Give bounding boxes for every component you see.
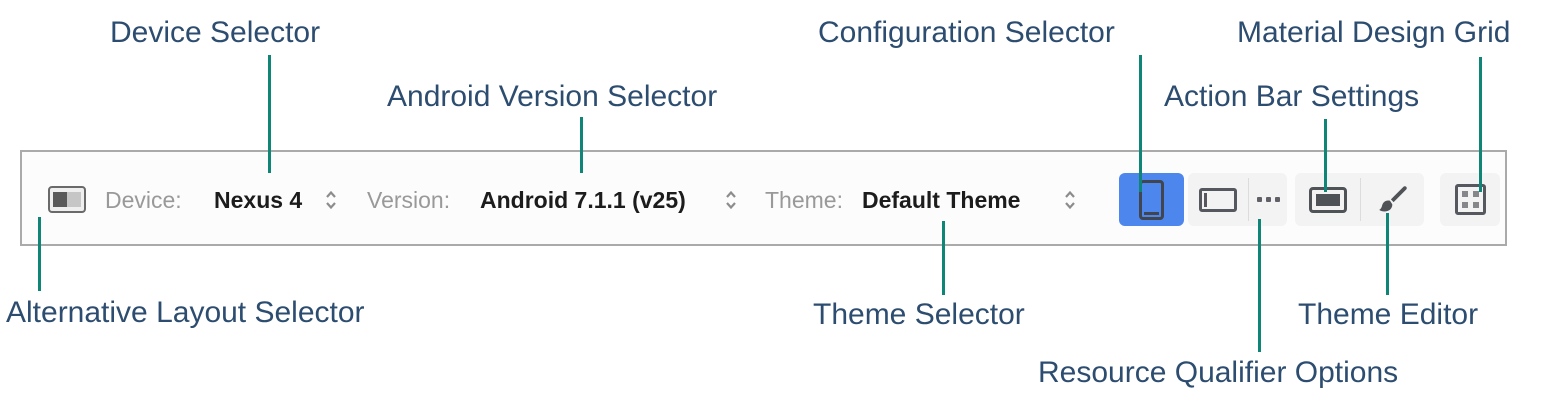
- alternative-layout-connector-line: [38, 217, 41, 291]
- device-selector-annotation: Device Selector: [110, 16, 321, 49]
- resource-qualifier-options-button[interactable]: [1249, 173, 1287, 226]
- configuration-selector-annotation: Configuration Selector: [818, 16, 1115, 49]
- action-bar-settings-connector-line: [1324, 119, 1327, 192]
- layout-editor-toolbar: Device: Nexus 4 Version: Android 7.1.1 (…: [20, 150, 1507, 246]
- grid-button-group: [1440, 173, 1500, 226]
- resource-qualifier-connector-line: [1258, 219, 1261, 352]
- theme-selector-dropdown[interactable]: Default Theme: [862, 187, 1021, 213]
- theme-selector-connector-line: [942, 221, 945, 295]
- ellipsis-icon: [1256, 197, 1280, 202]
- action-bar-settings-annotation: Action Bar Settings: [1164, 80, 1420, 113]
- button-separator: [1248, 178, 1249, 221]
- theme-editor-button[interactable]: [1361, 173, 1424, 226]
- device-selector-dropdown[interactable]: Nexus 4: [214, 187, 303, 213]
- landscape-phone-icon: [1199, 187, 1237, 212]
- appearance-button-group: [1295, 173, 1424, 226]
- configuration-landscape-button[interactable]: [1188, 173, 1248, 226]
- configuration-button-group: [1188, 173, 1287, 226]
- device-spinner-icon[interactable]: [324, 189, 338, 211]
- device-label: Device:: [105, 187, 182, 213]
- button-separator: [1360, 178, 1361, 221]
- material-design-grid-button[interactable]: [1440, 173, 1500, 226]
- action-bar-icon: [1308, 186, 1347, 213]
- theme-editor-annotation: Theme Editor: [1298, 298, 1479, 331]
- device-selector-connector-line: [268, 55, 271, 173]
- four-square-grid-icon: [1454, 184, 1486, 215]
- alternative-layout-selector-annotation: Alternative Layout Selector: [6, 296, 365, 329]
- theme-editor-connector-line: [1386, 213, 1389, 295]
- version-spinner-icon[interactable]: [724, 189, 738, 211]
- portrait-phone-icon: [1139, 179, 1164, 220]
- material-design-grid-annotation: Material Design Grid: [1237, 16, 1511, 49]
- paintbrush-icon: [1378, 185, 1407, 211]
- resource-qualifier-options-annotation: Resource Qualifier Options: [1038, 356, 1399, 389]
- theme-label: Theme:: [765, 187, 843, 213]
- theme-spinner-icon[interactable]: [1063, 189, 1077, 211]
- android-version-connector-line: [580, 117, 583, 173]
- material-design-grid-connector-line: [1479, 57, 1482, 192]
- android-version-selector-dropdown[interactable]: Android 7.1.1 (v25): [480, 187, 686, 213]
- layout-variant-toggle-icon: [48, 186, 86, 213]
- configuration-portrait-button[interactable]: [1119, 173, 1184, 226]
- android-version-selector-annotation: Android Version Selector: [387, 80, 718, 113]
- version-label: Version:: [367, 187, 451, 213]
- action-bar-settings-button[interactable]: [1295, 173, 1360, 226]
- theme-selector-annotation: Theme Selector: [813, 298, 1025, 331]
- configuration-selector-connector-line: [1139, 55, 1142, 192]
- alternative-layout-selector-button[interactable]: [48, 186, 86, 213]
